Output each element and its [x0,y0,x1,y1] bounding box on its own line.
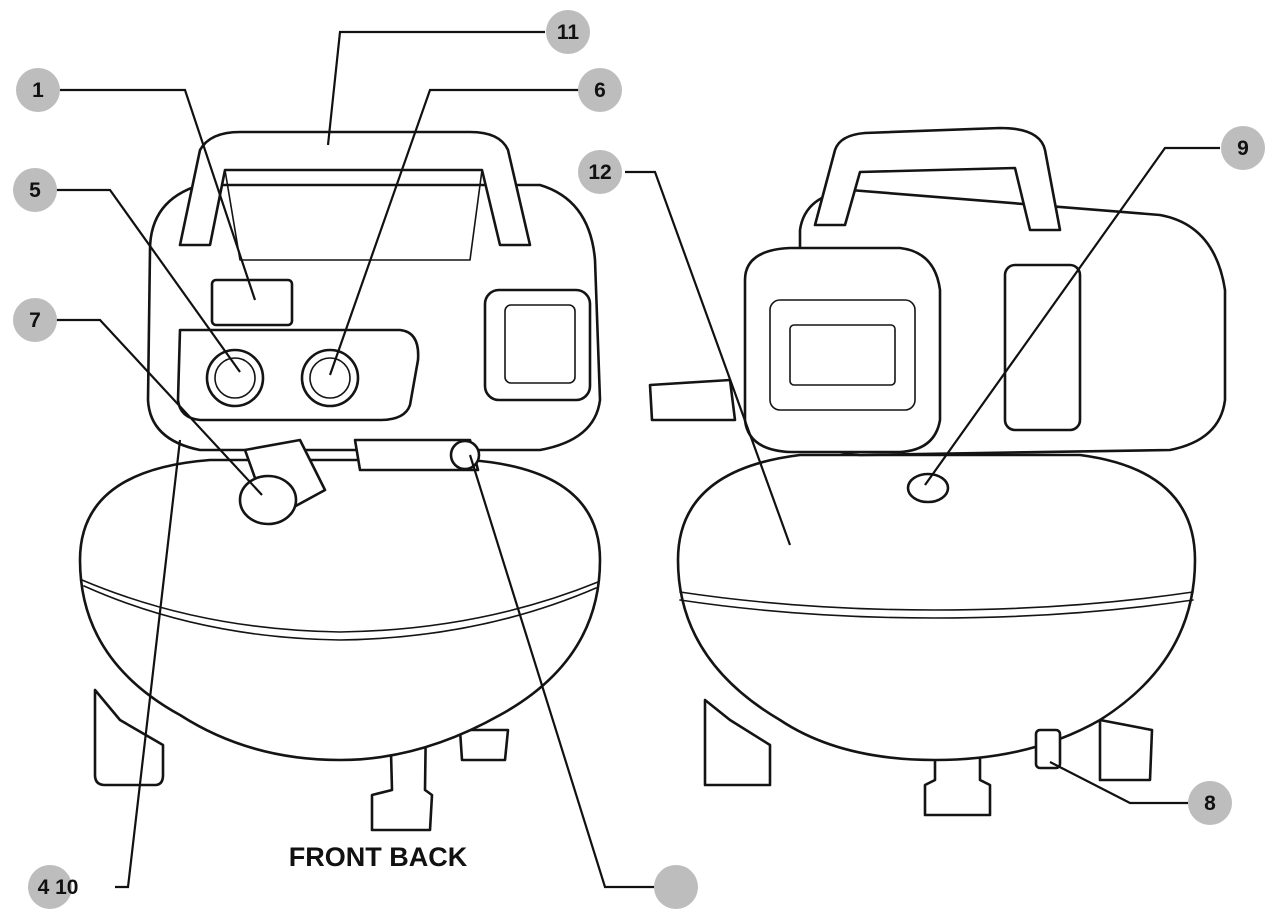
view-caption: FRONT BACK [289,842,468,872]
back-drain-valve [1034,728,1062,770]
leader-4 [115,439,182,889]
back-side-panel [1003,263,1082,432]
front-tank-seam [81,579,599,633]
back-right-leg [1098,718,1154,782]
callout-12: 12 [578,150,622,194]
front-tank [78,458,602,762]
svg-text:6: 6 [594,79,606,102]
callout-11: 11 [546,10,590,54]
callout-blank [654,865,698,909]
leader-12 [625,170,792,546]
leader-5 [55,188,241,373]
leader-7 [55,318,263,496]
front-left-leg [93,688,165,787]
svg-text:7: 7 [29,309,41,332]
svg-text:11: 11 [557,21,580,44]
back-view-compressor [648,126,1227,817]
back-tank-seam [679,591,1194,611]
callout-5: 5 [13,168,57,212]
leader-8 [1049,761,1188,805]
callout-8: 8 [1188,781,1232,825]
svg-text:5: 5 [29,179,41,202]
callout-6: 6 [578,68,622,112]
leader-11 [326,30,545,146]
back-handle [813,126,1062,232]
svg-text:4 10: 4 10 [38,876,79,899]
back-outlet-fitting [648,378,737,422]
front-handle [178,130,532,247]
callout-1: 1 [16,68,60,112]
leader-10 [468,454,655,889]
front-side-vent [483,288,592,402]
callout-9: 9 [1221,126,1265,170]
svg-text:12: 12 [588,161,611,184]
back-vent-grille [769,299,916,411]
back-vent-grille-inner [789,324,896,386]
front-coupler-end [449,439,481,471]
front-handle-inner [224,169,483,261]
callout-4-10: 4 10 [28,865,78,909]
front-right-leg [458,728,510,762]
leader-6 [328,88,580,376]
leader-1 [60,88,257,301]
back-tank-seam-2 [679,599,1194,619]
front-side-vent-inner [504,304,576,384]
svg-text:8: 8 [1204,792,1216,815]
front-view-compressor [78,130,602,832]
front-gauge-right-face [309,357,351,399]
svg-text:9: 9 [1237,137,1249,160]
callout-7: 7 [13,298,57,342]
front-coupler [353,438,480,472]
front-regulator-knob [238,474,298,526]
back-left-leg [703,698,772,787]
back-vent-face [743,246,942,454]
front-power-switch [210,278,294,327]
svg-text:1: 1 [32,79,44,102]
front-gauge-left-face [214,357,256,399]
leader-9 [924,146,1220,486]
back-safety-valve [906,472,950,504]
